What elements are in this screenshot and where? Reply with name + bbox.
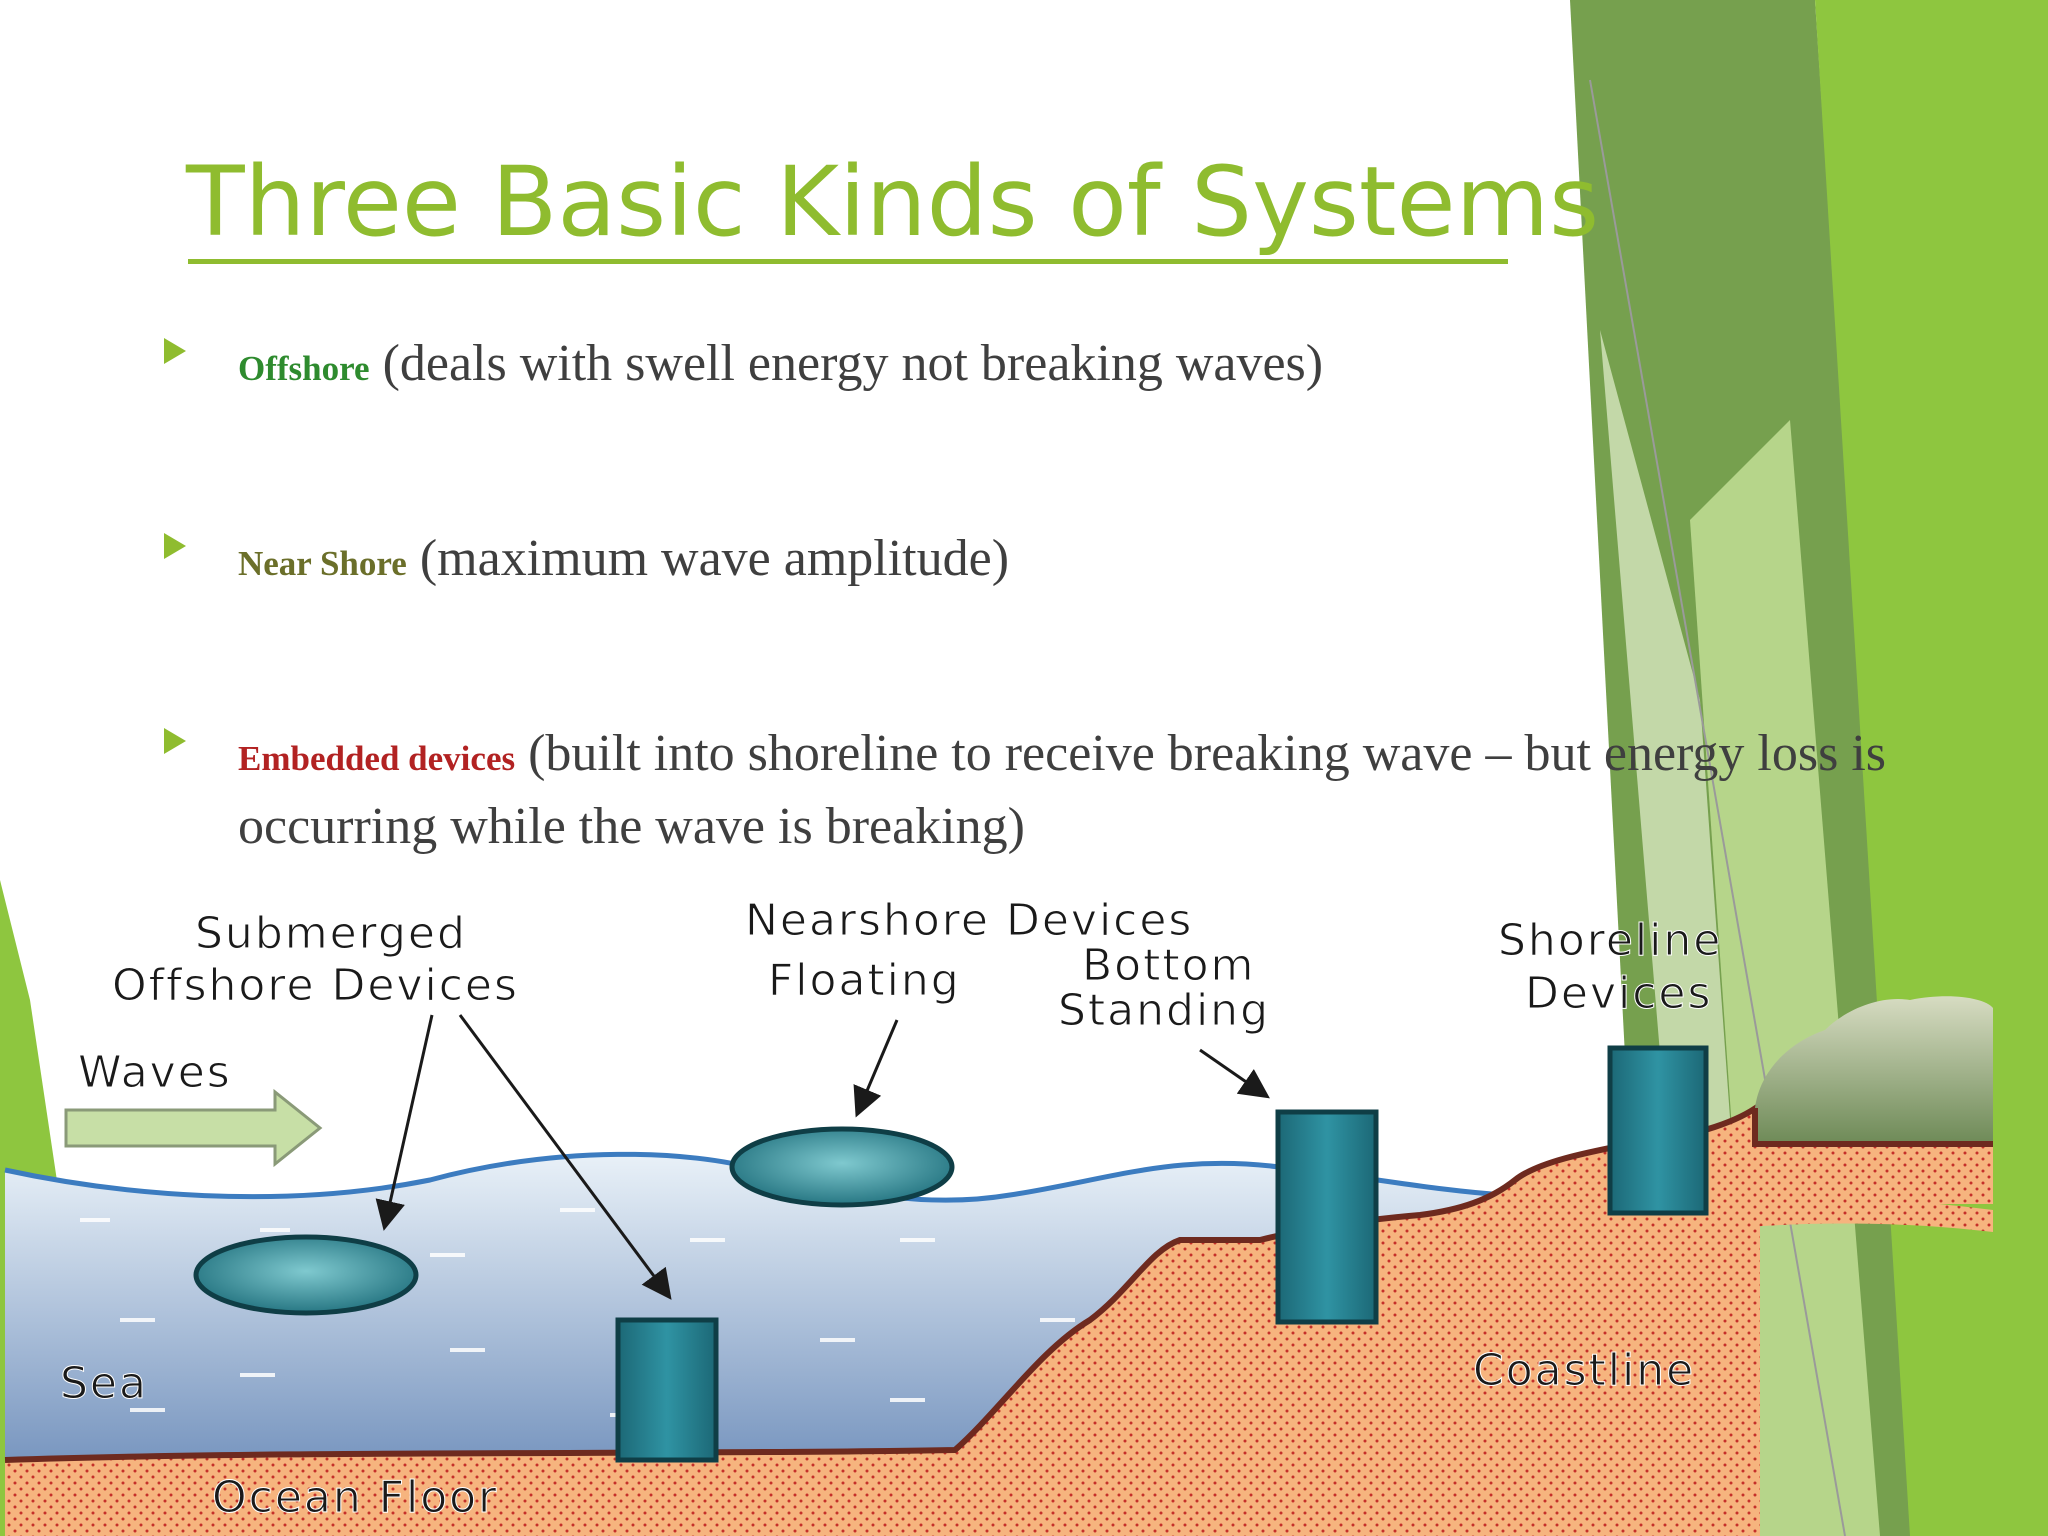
label-submerged-line1: Submerged xyxy=(195,908,467,959)
submerged-disc-device xyxy=(193,1234,419,1316)
inland-hill xyxy=(1755,996,1993,1144)
floor-edge xyxy=(4,1102,1762,1463)
label-nearshore: Nearshore Devices xyxy=(745,895,1193,946)
label-floating: Floating xyxy=(768,955,961,1006)
label-submerged-line2: Offshore Devices xyxy=(112,960,519,1011)
waves-arrow-icon xyxy=(64,1088,323,1168)
floating-device xyxy=(729,1126,955,1208)
bullet-offshore: Offshore (deals with swell energy not br… xyxy=(164,330,1918,403)
label-coastline: Coastline xyxy=(1473,1345,1695,1396)
triangle-bullet-icon xyxy=(164,533,186,559)
bullet-embedded-devices: Embedded devices (built into shoreline t… xyxy=(164,720,1918,861)
bullet-keyword: Near Shore xyxy=(238,544,407,583)
bottom-standing-device xyxy=(1275,1109,1379,1325)
bullet-keyword: Offshore xyxy=(238,349,370,388)
bullet-text: (deals with swell energy not breaking wa… xyxy=(382,335,1324,392)
slide-title: Three Basic Kinds of Systems xyxy=(186,146,1600,258)
title-underline xyxy=(188,259,1508,264)
bullet-keyword: Embedded devices xyxy=(238,739,516,778)
thin-divider-line xyxy=(1589,79,1846,1536)
triangle-bullet-icon xyxy=(164,338,186,364)
light-green-band xyxy=(1690,420,1880,1536)
label-shoreline-line2: Devices xyxy=(1525,968,1712,1019)
land-edge xyxy=(1752,1108,1993,1147)
label-sea: Sea xyxy=(60,1358,148,1409)
label-shoreline-line1: Shoreline xyxy=(1498,915,1722,966)
submerged-column-device xyxy=(615,1317,719,1463)
label-bottom-line1: Bottom xyxy=(1082,940,1255,991)
triangle-bullet-icon xyxy=(164,728,186,754)
ocean-floor xyxy=(5,1105,1760,1536)
wave-device-diagram: Submerged Offshore Devices Nearshore Dev… xyxy=(4,895,1993,1536)
shoreline-device xyxy=(1607,1045,1709,1216)
bullet-text: (maximum wave amplitude) xyxy=(419,530,1010,587)
label-bottom-line2: Standing xyxy=(1058,985,1270,1036)
shore-slope xyxy=(1440,1192,1993,1260)
bullet-text: (built into shoreline to receive breakin… xyxy=(238,725,1887,855)
bullet-near-shore: Near Shore (maximum wave amplitude) xyxy=(164,525,1918,598)
label-ocean-floor: Ocean Floor xyxy=(212,1472,498,1523)
pointer-arrows xyxy=(375,1014,1270,1300)
label-waves: Waves xyxy=(78,1047,232,1098)
